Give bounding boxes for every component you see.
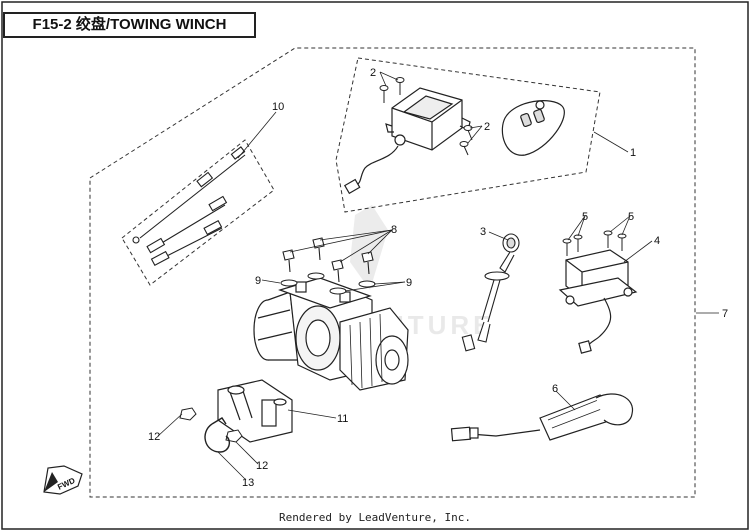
nut-12-left bbox=[179, 407, 197, 421]
cable-kit-boundary bbox=[121, 139, 275, 286]
footer-credit: Rendered by LeadVenture, Inc. bbox=[278, 511, 472, 524]
remote-fob bbox=[501, 100, 565, 156]
screw-2-top bbox=[379, 77, 405, 103]
roller-fairlead bbox=[217, 379, 293, 443]
tow-hook bbox=[204, 417, 231, 453]
callout-5b: 5 bbox=[628, 211, 634, 223]
receiver-module bbox=[343, 87, 471, 195]
page-title: F15-2 绞盘/TOWING WINCH bbox=[32, 16, 227, 33]
callout-3: 3 bbox=[480, 226, 486, 238]
remote-kit-boundary bbox=[335, 57, 601, 213]
callout-6: 6 bbox=[552, 383, 558, 395]
callout-8: 8 bbox=[391, 224, 397, 236]
callout-2a: 2 bbox=[370, 67, 376, 79]
callout-10: 10 bbox=[272, 101, 284, 113]
screws-5 bbox=[562, 230, 627, 256]
callout-labels: 1 2 2 3 4 5 5 6 7 8 9 9 10 11 12 12 13 bbox=[148, 67, 728, 489]
callout-9b: 9 bbox=[406, 277, 412, 289]
nut-12-lower bbox=[225, 429, 243, 443]
contactor-box bbox=[558, 249, 638, 354]
callout-11: 11 bbox=[337, 413, 348, 425]
callout-7: 7 bbox=[722, 308, 728, 320]
callout-5a: 5 bbox=[582, 211, 588, 223]
rocker-switch bbox=[461, 233, 520, 352]
handlebar-switch bbox=[450, 393, 634, 442]
leader-lines bbox=[157, 71, 719, 481]
callout-1: 1 bbox=[630, 147, 636, 159]
callout-13: 13 bbox=[242, 477, 254, 489]
callout-4: 4 bbox=[654, 235, 660, 247]
callout-12b: 12 bbox=[256, 460, 268, 472]
winch-cable-set bbox=[132, 146, 246, 267]
callout-9a: 9 bbox=[255, 275, 261, 287]
winch-assembly bbox=[253, 277, 409, 391]
fwd-arrow: FWD bbox=[43, 465, 83, 495]
callout-2b: 2 bbox=[484, 121, 490, 133]
title-box: F15-2 绞盘/TOWING WINCH bbox=[3, 12, 256, 38]
callout-12a: 12 bbox=[148, 431, 160, 443]
